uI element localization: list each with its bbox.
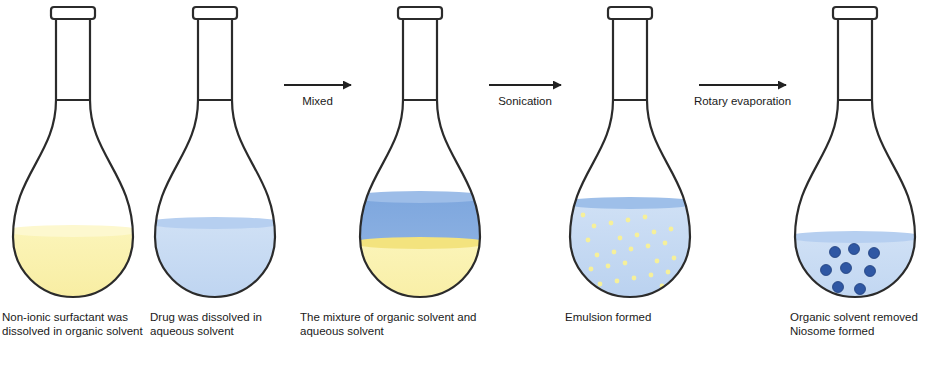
flask-stage: The mixture of organic solvent and aqueo…: [355, 5, 485, 300]
flask-drawing: [565, 5, 695, 300]
flask-stage: Non-ionic surfactant was dissolved in or…: [8, 5, 138, 300]
stage-caption: Drug was dissolved in aqueous solvent: [150, 310, 290, 338]
flask-drawing: [150, 5, 280, 300]
flask-stage: Drug was dissolved in aqueous solvent: [150, 5, 280, 300]
step-label: Mixed: [300, 94, 335, 108]
flask-stage: Organic solvent removed Niosome formed: [790, 5, 920, 300]
stage-caption: The mixture of organic solvent and aqueo…: [300, 310, 490, 338]
flask-drawing: [790, 5, 920, 300]
flask-drawing: [8, 5, 138, 300]
process-arrow: [489, 84, 561, 86]
stage-caption: Emulsion formed: [565, 310, 705, 324]
process-arrow: [699, 84, 786, 86]
stage-caption: Organic solvent removed Niosome formed: [790, 310, 935, 338]
process-arrow: [284, 84, 351, 86]
step-label: Rotary evaporation: [692, 94, 793, 108]
flask-drawing: [355, 5, 485, 300]
step-label: Sonication: [496, 94, 554, 108]
flask-stage: Emulsion formed: [565, 5, 695, 300]
stage-caption: Non-ionic surfactant was dissolved in or…: [2, 310, 154, 338]
